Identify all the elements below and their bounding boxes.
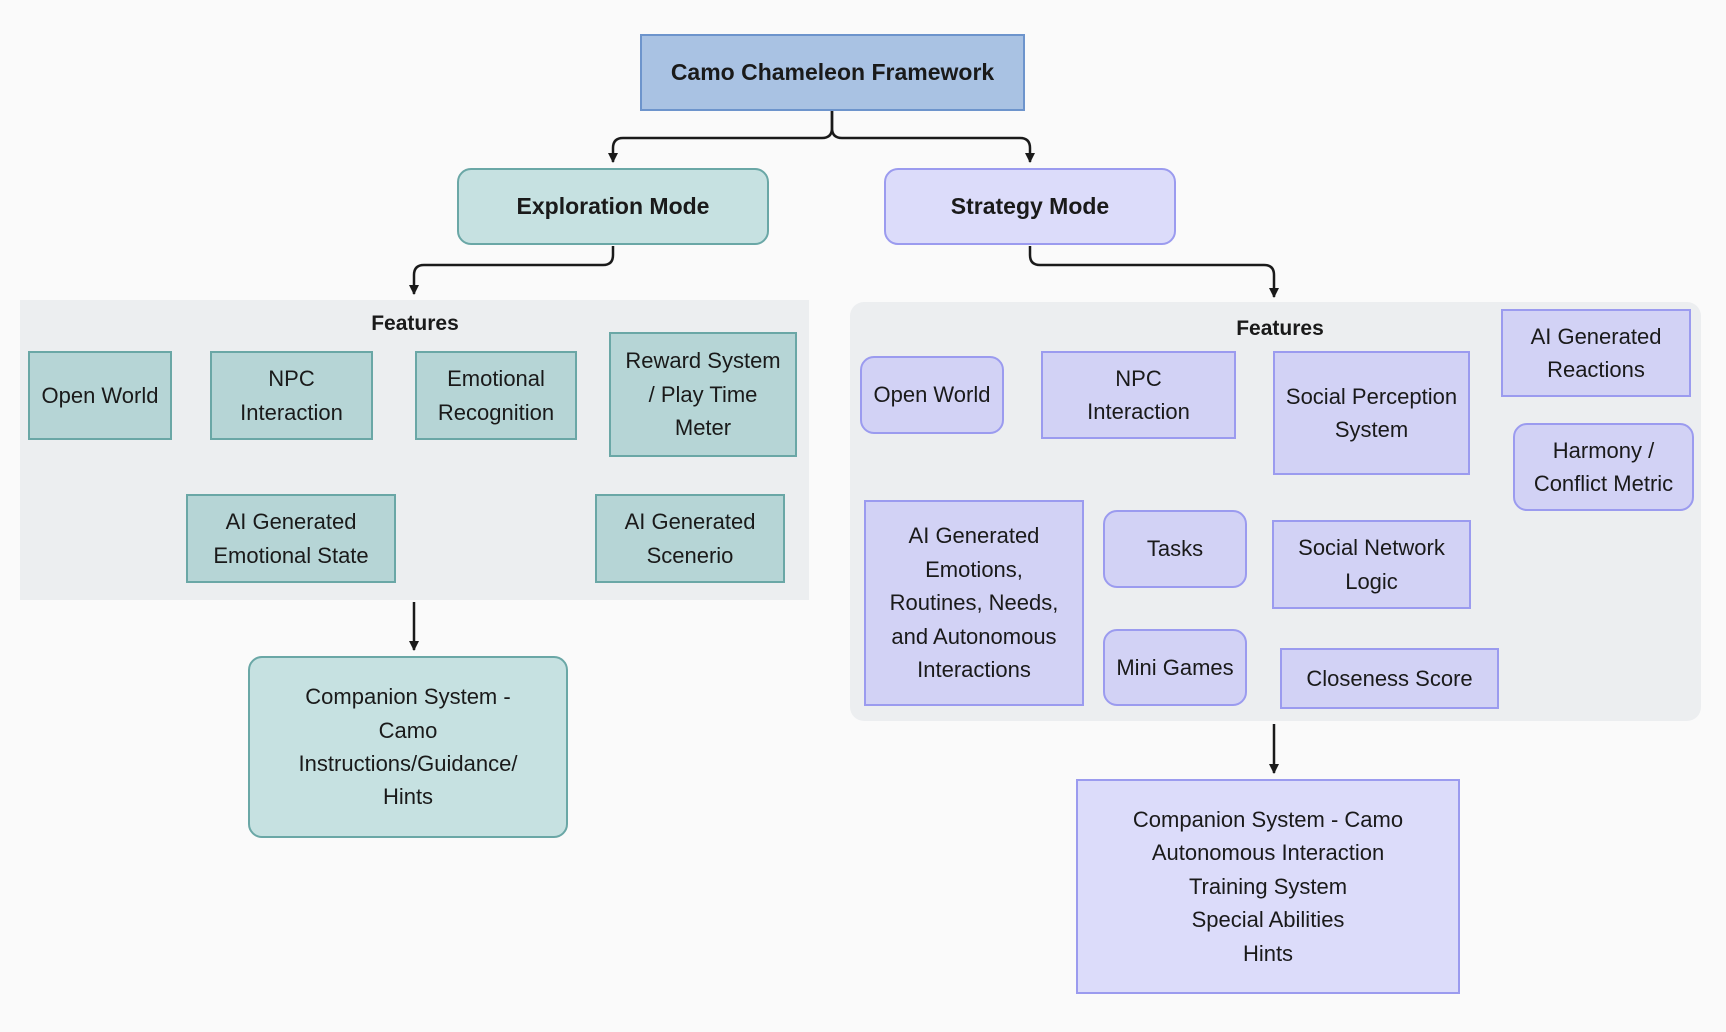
str-social-network-node: Social Network Logic (1272, 520, 1471, 609)
exploration-features-label: Features (371, 312, 459, 335)
framework-title: Camo Chameleon Framework (640, 34, 1025, 111)
str-npc-interaction-node: NPC Interaction (1041, 351, 1236, 439)
exp-reward-system-node: Reward System / Play Time Meter (609, 332, 797, 457)
strategy-features-label: Features (1236, 317, 1324, 340)
str-harmony-metric-node: Harmony / Conflict Metric (1513, 423, 1694, 511)
exp-companion-node: Companion System - Camo Instructions/Gui… (248, 656, 568, 838)
str-open-world-node: Open World (860, 356, 1004, 434)
edge-strategy-features (1028, 246, 1279, 298)
exp-ai-scenario-node: AI Generated Scenerio (595, 494, 785, 583)
str-ai-emotions-node: AI Generated Emotions, Routines, Needs, … (864, 500, 1084, 706)
str-ai-reactions-node: AI Generated Reactions (1501, 309, 1691, 397)
str-social-perception-node: Social Perception System (1273, 351, 1470, 475)
str-tasks-node: Tasks (1103, 510, 1247, 588)
exp-npc-interaction-node: NPC Interaction (210, 351, 373, 440)
exploration-mode-node: Exploration Mode (457, 168, 769, 245)
exp-ai-emotional-state-node: AI Generated Emotional State (186, 494, 396, 583)
edge-exploration-features (409, 246, 615, 295)
exp-open-world-node: Open World (28, 351, 172, 440)
edge-root-strategy (830, 111, 1035, 163)
exp-emotional-recognition-node: Emotional Recognition (415, 351, 577, 440)
str-closeness-score-node: Closeness Score (1280, 648, 1499, 709)
str-companion-node: Companion System - Camo Autonomous Inter… (1076, 779, 1460, 994)
strategy-mode-node: Strategy Mode (884, 168, 1176, 245)
edge-root-exploration (608, 111, 834, 163)
str-mini-games-node: Mini Games (1103, 629, 1247, 706)
